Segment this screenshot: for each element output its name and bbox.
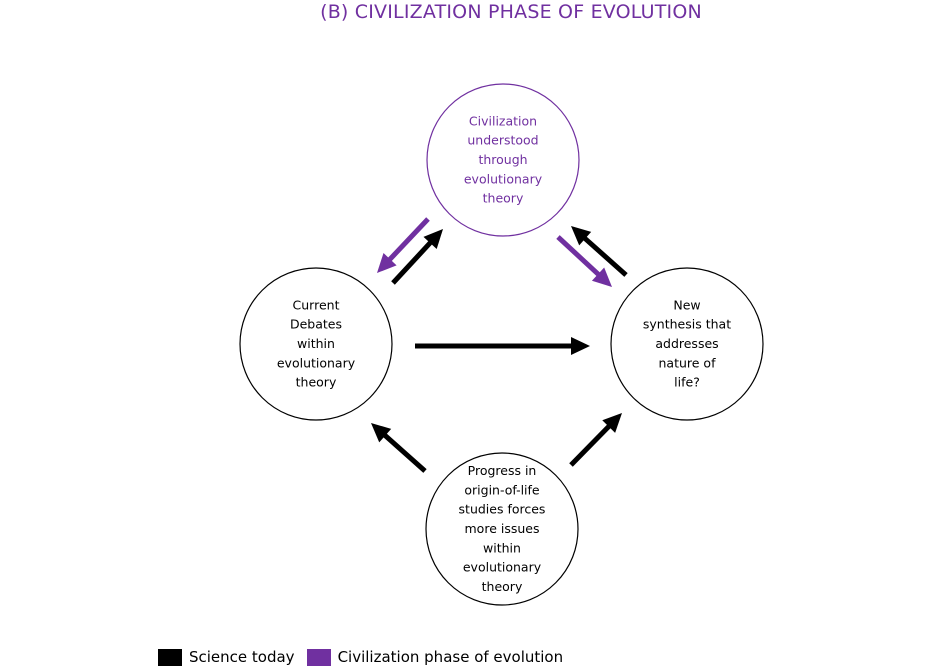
node-left-label-line: Debates bbox=[290, 317, 342, 332]
arrow-top-to-left-shaft bbox=[386, 217, 430, 263]
arrow-bottom-to-right-head bbox=[602, 413, 622, 433]
node-right-circle bbox=[610, 267, 764, 421]
legend-swatch-science-today bbox=[158, 648, 182, 666]
legend-label-science-today: Science today bbox=[189, 648, 295, 666]
node-left-label-line: Current bbox=[293, 297, 340, 312]
arrow-left-to-right-head bbox=[571, 337, 590, 355]
legend: Science today Civilization phase of evol… bbox=[158, 648, 575, 666]
arrow-bottom-to-left-shaft bbox=[382, 432, 427, 473]
node-top-label-line: understood bbox=[467, 133, 538, 148]
node-bottom: Progress in origin-of-life studies forces m… bbox=[425, 452, 579, 606]
arrow-top-to-left bbox=[377, 217, 430, 273]
nodes-layer: Civilization understood through evolutionar… bbox=[239, 83, 764, 606]
node-top-circle bbox=[426, 83, 580, 237]
node-top-label-line: evolutionary bbox=[464, 171, 543, 186]
arrow-bottom-to-right-shaft bbox=[569, 423, 612, 467]
node-right-label-line: New bbox=[673, 297, 700, 312]
node-bottom-label-line: Progress in bbox=[468, 463, 537, 478]
node-right: New synthesis that addresses nature of life? bbox=[610, 267, 764, 421]
arrow-left-to-top-head bbox=[423, 229, 443, 250]
arrow-right-to-top-shaft bbox=[582, 235, 628, 277]
diagram-canvas: Civilization understood through evolutionar… bbox=[239, 83, 764, 606]
node-right-label-line: addresses bbox=[655, 336, 718, 351]
node-bottom-label-line: theory bbox=[482, 579, 523, 594]
arrow-top-to-right-shaft bbox=[556, 235, 602, 278]
arrow-top-to-right bbox=[556, 235, 612, 287]
node-bottom-label-line: studies forces bbox=[459, 502, 546, 517]
node-top-label-line: Civilization bbox=[469, 113, 537, 128]
node-bottom-label-line: origin-of-life bbox=[464, 482, 540, 497]
node-right-label-line: nature of bbox=[659, 355, 717, 370]
node-top-label-line: through bbox=[478, 152, 527, 167]
node-bottom-label-line: evolutionary bbox=[463, 560, 542, 575]
arrow-bottom-to-left-head bbox=[371, 423, 392, 443]
arrow-top-to-left-head bbox=[377, 253, 397, 273]
node-bottom-circle bbox=[425, 452, 579, 606]
arrow-left-to-right bbox=[415, 337, 590, 355]
arrow-top-to-right-head bbox=[591, 267, 612, 287]
node-top-label-line: theory bbox=[483, 191, 524, 206]
arrows-layer bbox=[371, 217, 628, 473]
node-left-label-line: within bbox=[297, 336, 335, 351]
arrow-left-to-top bbox=[391, 229, 443, 285]
node-bottom-label-line: within bbox=[483, 540, 521, 555]
legend-swatch-civilization-phase bbox=[306, 648, 331, 666]
node-left-label-line: evolutionary bbox=[277, 355, 356, 370]
arrow-bottom-to-right bbox=[569, 413, 622, 467]
node-left-circle bbox=[239, 267, 393, 421]
node-bottom-label-line: more issues bbox=[465, 521, 540, 536]
arrow-right-to-top-head bbox=[571, 226, 592, 246]
node-right-label-line: life? bbox=[674, 375, 700, 390]
node-top: Civilization understood through evolutionar… bbox=[426, 83, 580, 237]
arrow-bottom-to-left bbox=[371, 423, 427, 473]
node-right-label-line: synthesis that bbox=[643, 317, 731, 332]
diagram-title: (B) CIVILIZATION PHASE OF EVOLUTION bbox=[320, 1, 702, 23]
legend-label-civilization-phase: Civilization phase of evolution bbox=[337, 648, 564, 666]
node-left-label-line: theory bbox=[296, 375, 337, 390]
arrow-right-to-top bbox=[571, 226, 628, 277]
arrow-left-to-top-shaft bbox=[391, 239, 434, 285]
